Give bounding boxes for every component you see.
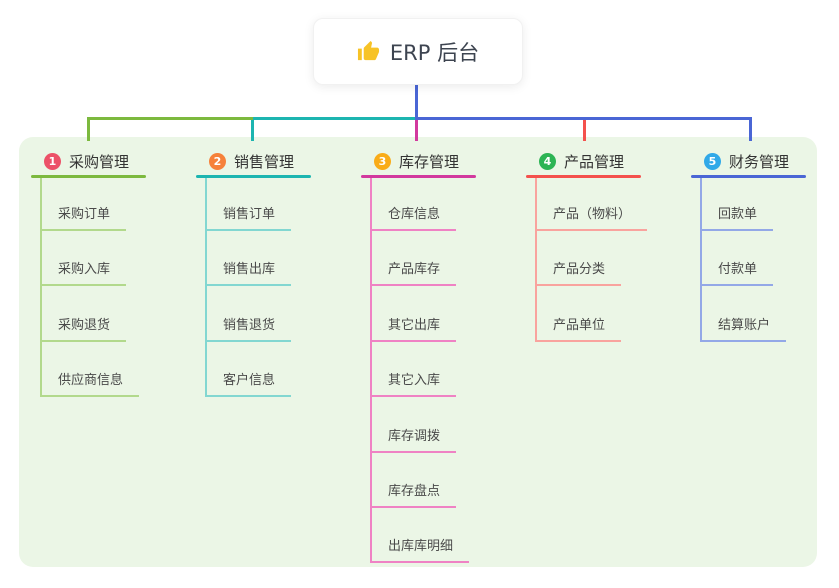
connector-spine-middle [253, 117, 418, 120]
connector-drop-3 [414, 117, 418, 141]
child-node[interactable]: 产品分类 [535, 262, 622, 286]
branch-node-4[interactable]: 4 产品管理 [539, 151, 624, 171]
child-node[interactable]: 付款单 [700, 262, 774, 286]
branch-label: 产品管理 [564, 152, 625, 171]
child-node[interactable]: 销售订单 [205, 207, 292, 231]
child-node[interactable]: 采购订单 [40, 207, 127, 231]
child-node[interactable]: 回款单 [700, 207, 774, 231]
branch-underline-3 [361, 175, 476, 178]
background-panel [19, 137, 817, 567]
branch-node-2[interactable]: 2 销售管理 [209, 151, 294, 171]
connector-drop-2 [251, 117, 254, 141]
child-node[interactable]: 库存盘点 [370, 484, 457, 508]
branch-label: 财务管理 [729, 152, 790, 171]
branch-child-rail-4 [535, 178, 537, 342]
branch-node-5[interactable]: 5 财务管理 [704, 151, 789, 171]
child-node[interactable]: 结算账户 [700, 318, 787, 342]
branch-node-1[interactable]: 1 采购管理 [44, 151, 129, 171]
child-node[interactable]: 其它出库 [370, 318, 457, 342]
connector-spine-left [87, 117, 253, 120]
branch-label: 库存管理 [399, 152, 460, 171]
child-node[interactable]: 产品库存 [370, 262, 457, 286]
child-node[interactable]: 其它入库 [370, 373, 457, 397]
branch-badge-3: 3 [374, 152, 391, 170]
child-node[interactable]: 销售退货 [205, 318, 292, 342]
thumbs-up-icon [357, 40, 380, 63]
connector-drop-4 [582, 117, 586, 141]
branch-badge-4: 4 [539, 152, 556, 170]
branch-child-rail-5 [700, 178, 702, 342]
branch-underline-5 [691, 175, 806, 178]
child-node[interactable]: 客户信息 [205, 373, 292, 397]
child-node[interactable]: 产品（物料） [535, 207, 648, 231]
branch-badge-1: 1 [44, 152, 61, 170]
connector-drop-1 [87, 117, 90, 141]
root-title: ERP 后台 [389, 40, 480, 65]
child-node[interactable]: 采购入库 [40, 262, 127, 286]
branch-underline-1 [31, 175, 146, 178]
child-node[interactable]: 供应商信息 [40, 373, 140, 397]
child-node[interactable]: 销售出库 [205, 262, 292, 286]
child-node[interactable]: 出库库明细 [370, 539, 470, 563]
branch-underline-4 [526, 175, 641, 178]
root-node[interactable]: ERP 后台 [313, 18, 523, 85]
branch-badge-2: 2 [209, 152, 226, 170]
branch-badge-5: 5 [704, 152, 721, 170]
connector-root-stem [415, 85, 418, 120]
branch-child-rail-3 [370, 178, 372, 563]
branch-node-3[interactable]: 3 库存管理 [374, 151, 459, 171]
connector-spine-right [418, 117, 752, 120]
child-node[interactable]: 采购退货 [40, 318, 127, 342]
branch-child-rail-1 [40, 178, 42, 397]
child-node[interactable]: 仓库信息 [370, 207, 457, 231]
branch-underline-2 [196, 175, 311, 178]
branch-label: 销售管理 [234, 152, 295, 171]
child-node[interactable]: 库存调拨 [370, 429, 457, 453]
connector-drop-5 [748, 117, 752, 141]
branch-label: 采购管理 [69, 152, 130, 171]
branch-child-rail-2 [205, 178, 207, 397]
child-node[interactable]: 产品单位 [535, 318, 622, 342]
